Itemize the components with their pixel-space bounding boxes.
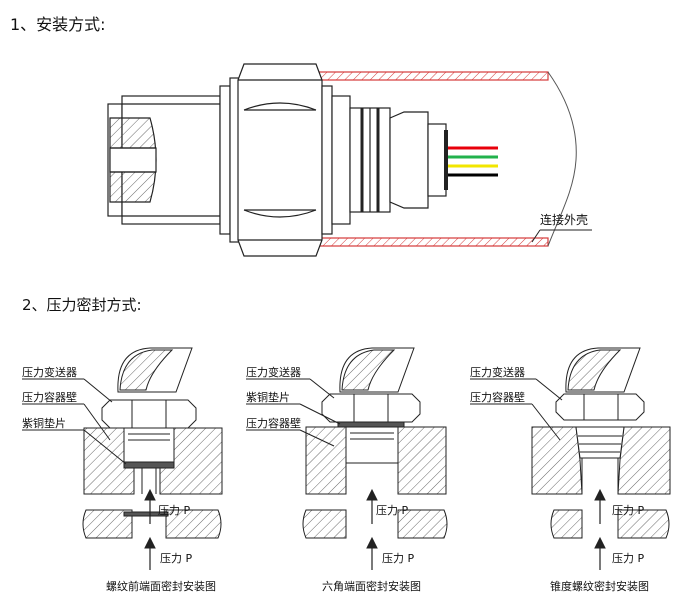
seal-diagram-taper-thread — [470, 347, 671, 570]
label-vessel-wall: 压力容器壁 — [470, 390, 525, 404]
top-transmitter-diagram — [107, 63, 592, 257]
label-pressure-lower: 压力 P — [612, 552, 644, 565]
label-vessel-wall: 压力容器壁 — [22, 390, 77, 404]
label-pressure-lower: 压力 P — [160, 552, 192, 565]
label-copper-gasket: 紫铜垫片 — [246, 390, 290, 404]
caption-hex-end: 六角端面密封安装图 — [322, 579, 421, 593]
signal-wires — [448, 146, 498, 177]
label-pressure-upper: 压力 P — [376, 504, 408, 517]
hex-nut — [237, 63, 323, 257]
seal-diagram-hex-end — [246, 347, 448, 570]
transmitter-body — [349, 107, 448, 213]
label-vessel-wall: 压力容器壁 — [246, 416, 301, 430]
label-transmitter: 压力变送器 — [246, 365, 301, 379]
caption-taper-thread: 锥度螺纹密封安装图 — [550, 579, 649, 593]
label-pressure-upper: 压力 P — [158, 504, 190, 517]
label-copper-gasket: 紫铜垫片 — [22, 416, 66, 430]
heading-seal: 2、压力密封方式: — [22, 296, 142, 314]
label-pressure-upper: 压力 P — [612, 504, 644, 517]
seal-diagram-thread-front — [22, 347, 223, 570]
label-pressure-lower: 压力 P — [382, 552, 414, 565]
heading-install: 1、安装方式: — [10, 15, 106, 34]
seal-diagram-3-labels: 压力变送器 压力容器壁 压力 P 压力 P 锥度螺纹密封安装图 — [470, 365, 649, 593]
seal-diagram-2-labels: 压力变送器 紫铜垫片 压力容器壁 压力 P 压力 P 六角端面密封安装图 — [246, 365, 421, 593]
thread-connector — [107, 95, 221, 225]
housing-label: 连接外壳 — [540, 212, 588, 227]
caption-thread-front: 螺纹前端面密封安装图 — [106, 579, 216, 593]
seal-diagram-1-labels: 压力变送器 压力容器壁 紫铜垫片 压力 P 压力 P 螺纹前端面密封安装图 — [22, 365, 216, 593]
label-transmitter: 压力变送器 — [470, 365, 525, 379]
label-transmitter: 压力变送器 — [22, 365, 77, 379]
